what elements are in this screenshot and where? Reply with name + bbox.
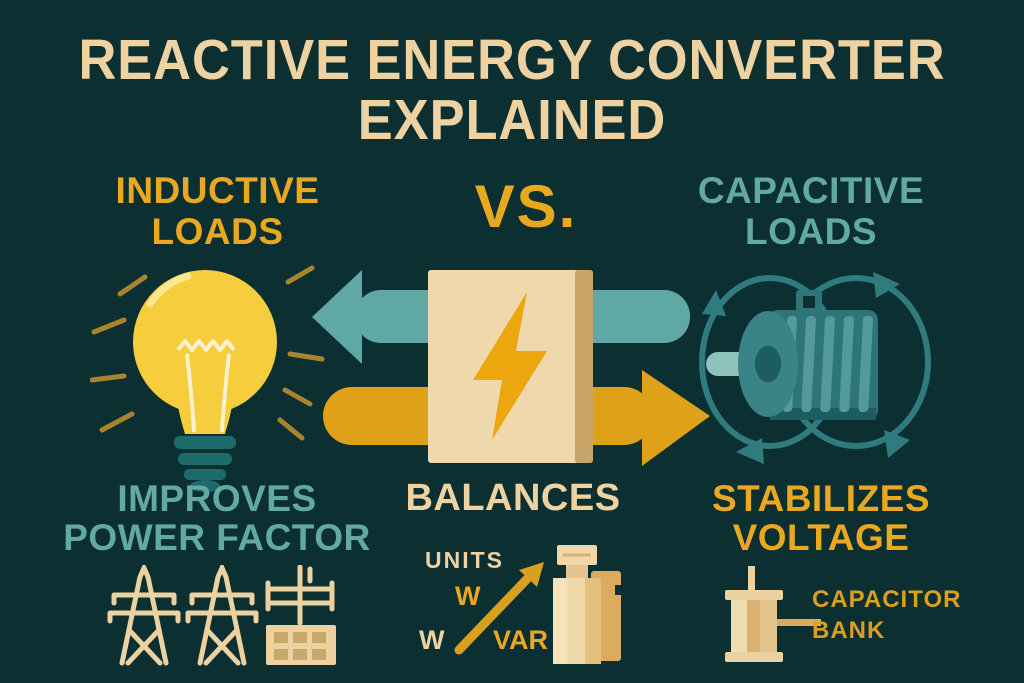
benefit-left-line1: IMPROVES [117,478,317,519]
lightbulb-icon [90,265,325,492]
stabilizes-voltage-label: STABILIZES VOLTAGE [660,479,982,557]
transmission-tower-icon [107,565,181,666]
capacitor-bank-icon [725,566,821,662]
w-upper-label: W [455,581,481,611]
versus-label: VS. [474,173,578,240]
var-label: VAR [493,625,549,655]
capacitor-bank-label: CAPACITOR BANK [812,584,961,646]
inductive-heading-line1: INDUCTIVE [115,170,320,211]
capacitive-heading-line2: LOADS [745,211,877,252]
capacitor-lead [777,619,821,626]
units-label: UNITS [425,547,504,573]
transmission-towers-icon [107,565,336,666]
capacitor-units-icon [553,545,623,664]
page-title: REACTIVE ENERGY CONVERTER EXPLAINED [0,30,1024,150]
lightning-bolt-icon [473,292,547,440]
motor-hub [755,346,781,382]
substation-building [266,625,336,665]
capacitive-heading-line1: CAPACITIVE [697,170,925,211]
inductive-heading-line2: LOADS [151,211,284,252]
capacitive-loads-heading: CAPACITIVE LOADS [655,170,967,252]
substation-icon [265,565,335,626]
title-line2: EXPLAINED [357,88,667,152]
rising-arrow-icon [454,562,544,655]
transmission-tower-icon [185,565,259,666]
bulb-base [174,436,236,492]
balances-label: BALANCES [405,477,621,519]
benefit-left-line2: POWER FACTOR [63,517,371,558]
benefit-right-line1: STABILIZES [711,478,931,519]
w-lower-label: W [419,625,445,655]
inductive-loads-heading: INDUCTIVE LOADS [60,170,375,252]
benefit-right-line2: VOLTAGE [732,517,910,558]
title-line1: REACTIVE ENERGY CONVERTER [78,28,946,92]
improves-power-factor-label: IMPROVES POWER FACTOR [57,479,377,557]
units-chart: UNITS W W VAR [405,543,660,681]
light-rays-icon [90,265,325,441]
motor-icon [699,272,931,464]
converter-diagram [312,270,710,466]
capacitor-bank-line2: BANK [812,617,886,644]
filament [176,339,236,433]
capacitor-bank-line1: CAPACITOR [812,586,962,613]
